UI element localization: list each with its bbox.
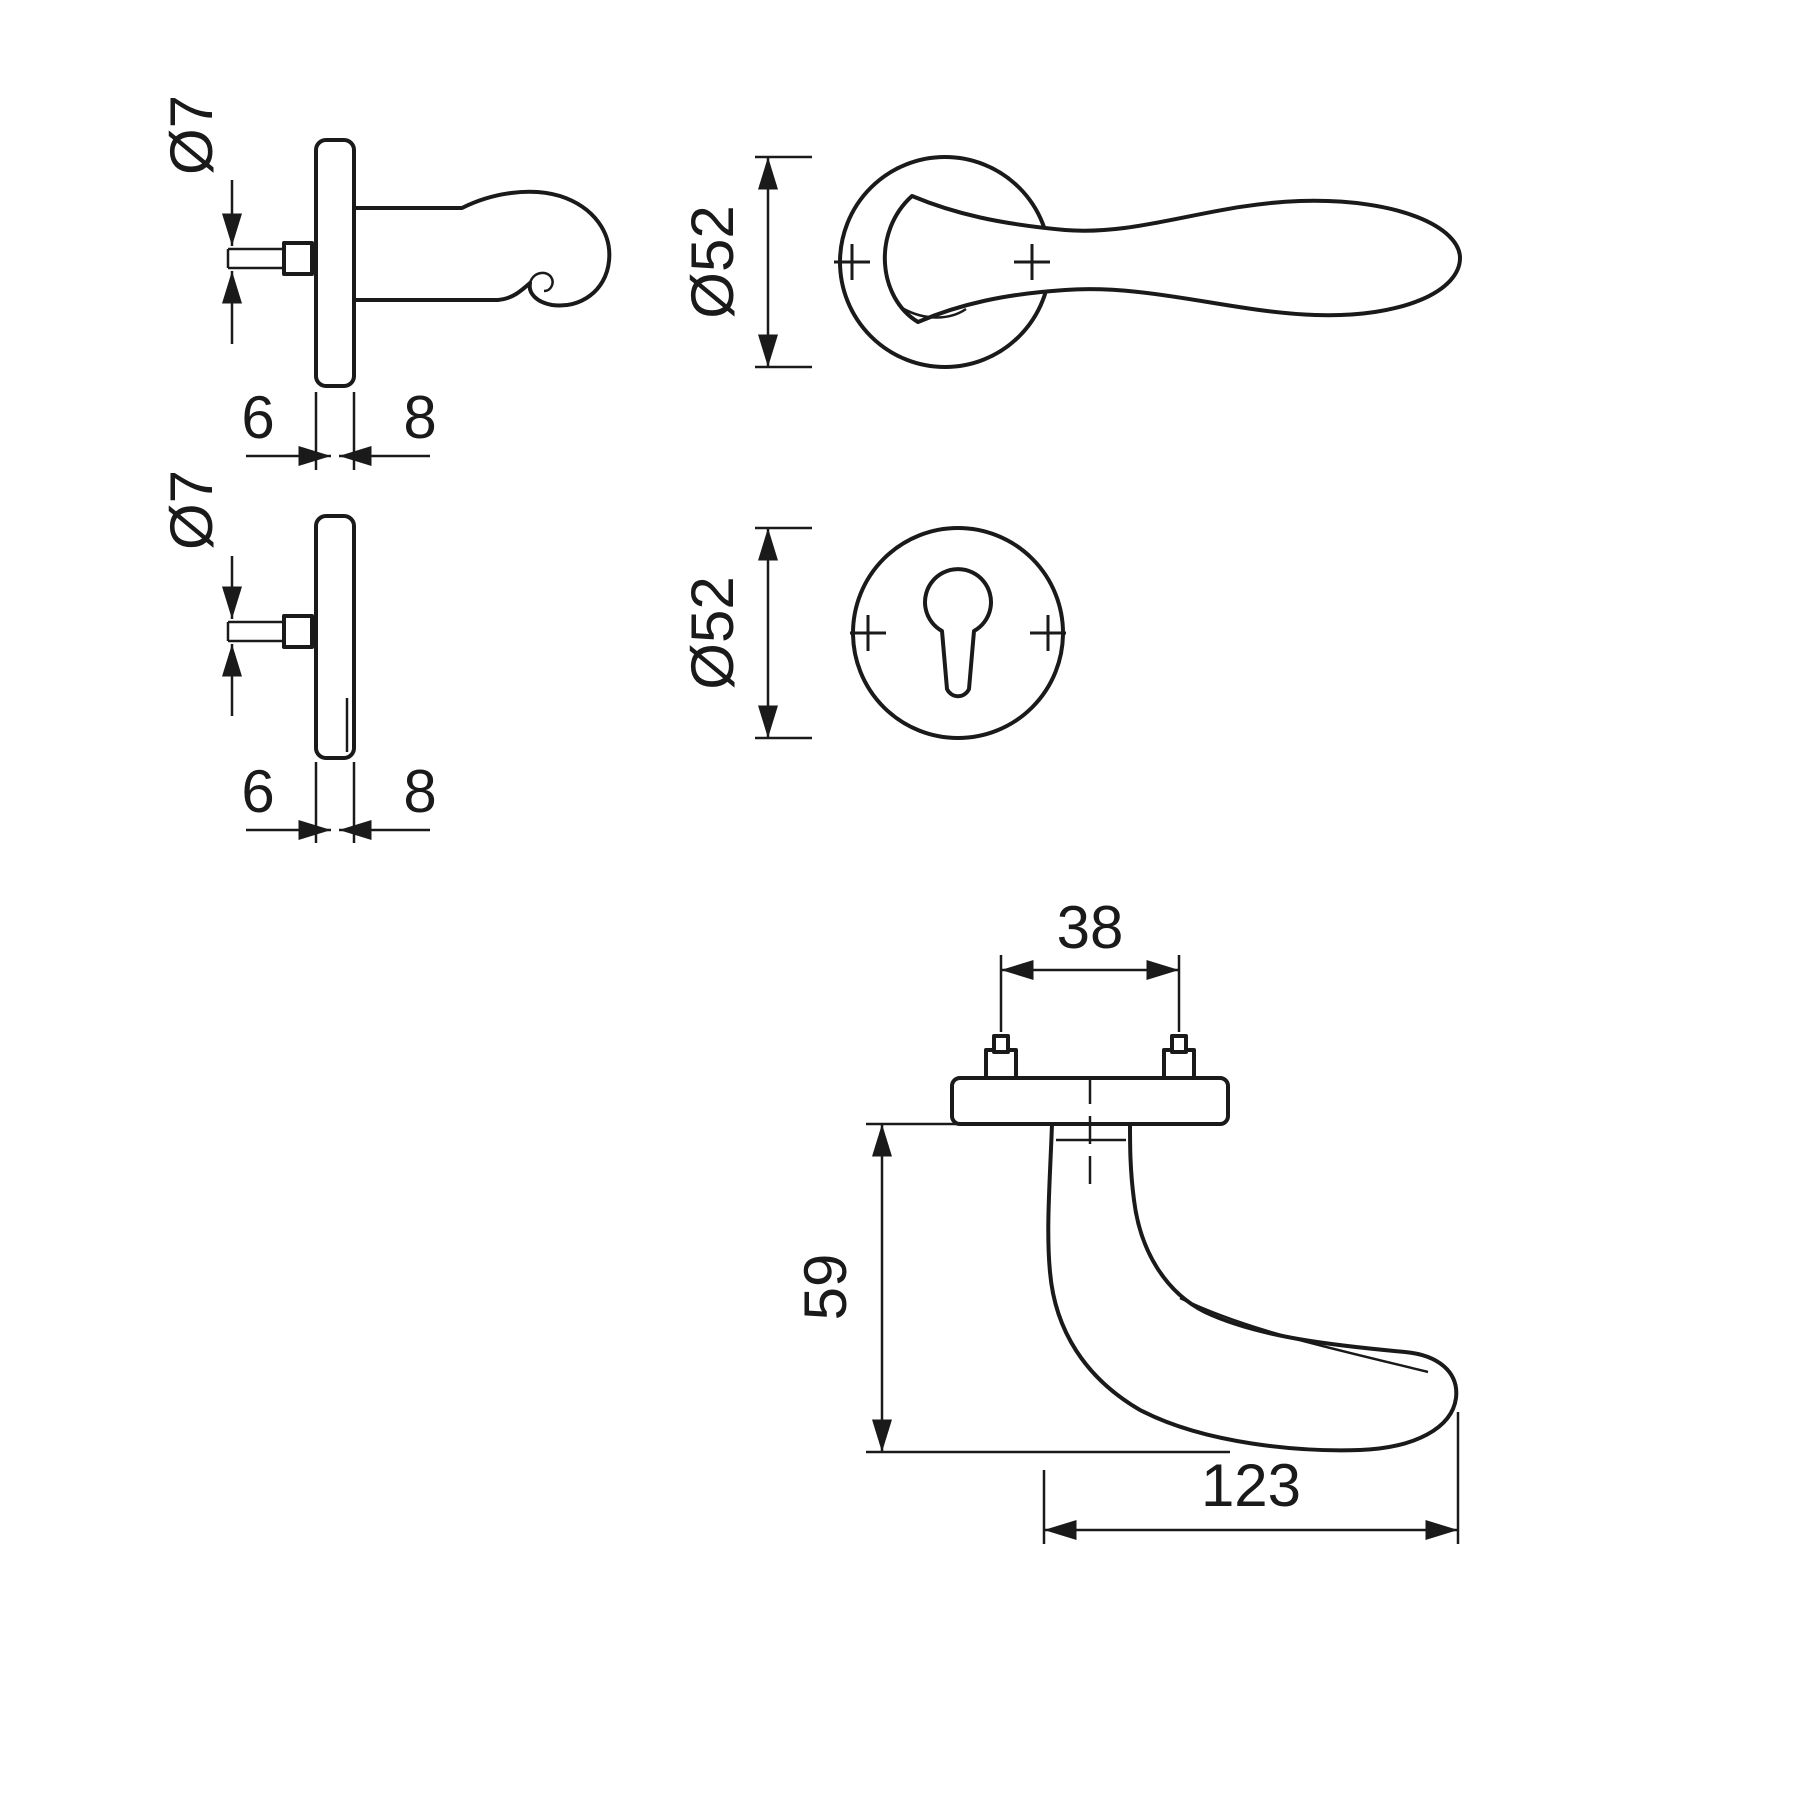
knob-curl-detail [528,271,554,293]
rose-plate-profile [314,138,356,388]
lever-front-view: Ø52 [679,155,1462,369]
dim-label-escutcheon-diameter: Ø52 [679,576,746,689]
escutcheon-front-view: Ø52 [679,526,1066,740]
grip-inner-edge-line [1179,1296,1429,1374]
extension-lines-rose-diameter [755,155,812,369]
extension-lines-escutcheon-diameter [755,526,812,740]
extension-lines-plate-thickness [314,392,356,470]
extension-lines-screw-spacing [999,955,1181,1032]
center-cross-left [834,244,870,280]
screw-nut [282,241,314,276]
lever-handle-front [882,194,1462,324]
escutcheon-side-view: Ø7 6 8 [158,470,437,843]
screw-boss-left [984,1048,1018,1080]
euro-profile-cylinder-hole [923,567,993,699]
neck-curl-detail [901,306,967,319]
dim-label-inner-thickness: 6 [241,758,274,825]
dim-label-outer-thickness: 8 [403,758,436,825]
dim-label-spindle-diameter: Ø7 [158,470,225,550]
center-cross-right [1030,615,1066,651]
center-cross-left [850,615,886,651]
dim-label-inner-thickness: 6 [241,384,274,451]
lever-side-view: Ø7 6 8 [158,95,612,470]
dim-label-lever-length: 123 [1201,1452,1301,1519]
dim-label-rose-diameter: Ø52 [679,205,746,318]
screw-nut [282,614,314,649]
screw-tip-right [1170,1034,1188,1054]
screw-tip-left [992,1034,1010,1054]
dim-label-projection-height: 59 [792,1254,859,1321]
lever-grip-profile [1046,1122,1459,1453]
screw-boss-right [1162,1048,1196,1080]
extension-lines-projection [866,1122,1230,1454]
dim-label-screw-spacing: 38 [1057,894,1124,961]
escutcheon-plate-profile [314,514,356,760]
lever-profile-view: 38 59 123 [792,894,1460,1544]
dim-label-outer-thickness: 8 [403,384,436,451]
lever-neck-knob-profile [352,189,612,308]
dim-label-spindle-diameter: Ø7 [158,95,225,175]
center-cross-right [1014,244,1050,280]
